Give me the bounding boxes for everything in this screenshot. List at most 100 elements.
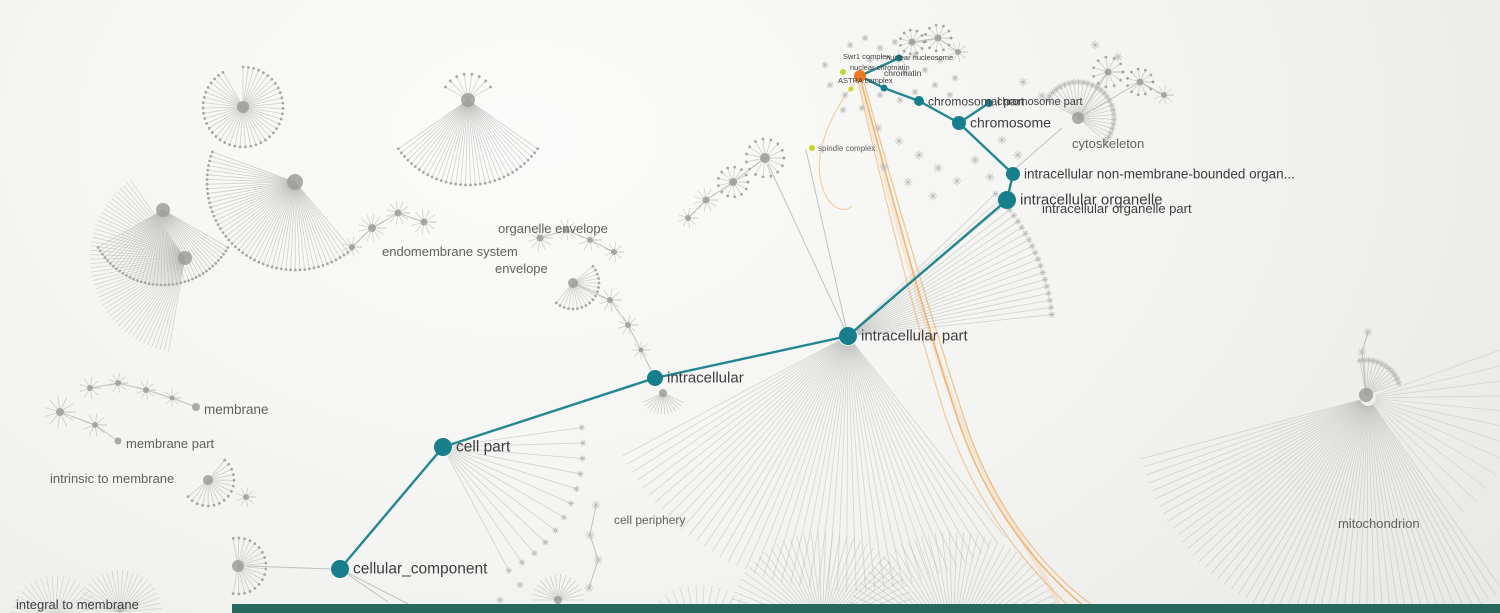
cluster-node[interactable] xyxy=(908,38,916,46)
leaf-star-marker xyxy=(1053,86,1060,93)
cluster-node[interactable] xyxy=(87,385,93,391)
leaf-star-marker xyxy=(531,549,538,557)
cluster-node[interactable] xyxy=(243,494,249,500)
leaf-star-marker xyxy=(518,559,526,566)
cluster-node[interactable] xyxy=(115,380,121,386)
cluster-node[interactable] xyxy=(394,209,402,217)
labels: cellular_component cell part intracellular… xyxy=(16,52,1420,612)
leaf-star-marker xyxy=(1022,230,1029,237)
cluster-node[interactable] xyxy=(625,322,631,328)
cluster-node[interactable] xyxy=(1161,92,1167,98)
leaf-star-marker xyxy=(1106,97,1113,105)
cluster-node[interactable] xyxy=(1104,68,1112,76)
green-node[interactable] xyxy=(848,86,854,92)
path-edge-cell_part--intracellular xyxy=(442,376,656,449)
node-chromosome[interactable] xyxy=(952,116,966,130)
cluster-node[interactable] xyxy=(638,347,644,353)
node-nuclear_nucleosome_node[interactable] xyxy=(895,54,903,62)
node-label-cell_part[interactable]: cell part xyxy=(456,439,511,456)
node-label-cellular_component[interactable]: cellular_component xyxy=(353,561,488,578)
leaf-star-marker xyxy=(560,514,568,521)
leaf-star-marker xyxy=(593,555,603,565)
node-label-intracellular_nonmembrane[interactable]: intracellular non-membrane-bounded organ… xyxy=(1024,167,1295,182)
cluster-node[interactable] xyxy=(143,387,149,393)
leaf-star-marker xyxy=(826,81,834,89)
cluster-node[interactable] xyxy=(536,234,544,242)
leaf-star-marker xyxy=(1110,120,1117,128)
cluster-node[interactable] xyxy=(1072,112,1084,124)
cluster-node[interactable] xyxy=(114,437,122,445)
node-label-chromosome[interactable]: chromosome xyxy=(970,115,1051,131)
node-label-chromosomal_part[interactable]: chromosomal part xyxy=(928,95,1025,109)
node-nucleosome_node[interactable] xyxy=(880,84,888,92)
leaf-star-marker xyxy=(952,176,962,186)
cluster-node[interactable] xyxy=(420,218,428,226)
cluster-node[interactable] xyxy=(156,203,170,217)
leaf-star-marker xyxy=(584,583,594,593)
node-label-chromosome_part[interactable]: chromosome part xyxy=(997,96,1083,108)
cluster-node[interactable] xyxy=(192,403,200,411)
cluster-node[interactable] xyxy=(56,408,64,416)
cluster-node[interactable] xyxy=(685,215,691,221)
node-label-intracellular_part[interactable]: intracellular part xyxy=(861,328,969,345)
gray-links xyxy=(59,37,1369,611)
cluster-node[interactable] xyxy=(203,475,213,485)
cluster-node[interactable] xyxy=(587,237,593,243)
node-cellular_component[interactable] xyxy=(331,560,349,578)
cluster-node[interactable] xyxy=(178,251,192,265)
leaf-star-marker xyxy=(1037,262,1044,270)
cluster-node[interactable] xyxy=(349,244,355,250)
cluster-node[interactable] xyxy=(461,93,475,107)
leaf-star-marker xyxy=(914,150,924,160)
leaf-star-marker xyxy=(1102,137,1109,145)
orange-highlight-edge xyxy=(857,81,1077,613)
leaf-star-marker xyxy=(1363,327,1373,337)
cluster-label: organelle envelope xyxy=(498,221,608,236)
cluster-node[interactable] xyxy=(1359,388,1373,402)
cluster-label: mitochondrion xyxy=(1338,516,1420,531)
path-edges-teal xyxy=(339,56,1015,570)
fan-clusters xyxy=(10,23,1500,613)
cluster-node[interactable] xyxy=(287,174,303,190)
cluster-node[interactable] xyxy=(554,596,562,604)
leaf-star-marker xyxy=(567,500,575,507)
node-cell_part[interactable] xyxy=(434,438,452,456)
node-label-intracellular[interactable]: intracellular xyxy=(667,370,744,387)
cluster-node[interactable] xyxy=(611,249,617,255)
leaf-star-marker xyxy=(1365,356,1372,364)
cluster-node[interactable] xyxy=(568,278,578,288)
cluster-node[interactable] xyxy=(659,389,667,397)
cluster-node[interactable] xyxy=(729,178,737,186)
node-intracellular_part[interactable] xyxy=(839,327,857,345)
leaf-star-marker xyxy=(928,191,938,201)
node-label-intracellular_organelle[interactable]: intracellular organelle xyxy=(1020,192,1163,209)
cluster-node[interactable] xyxy=(955,49,961,55)
cluster-node[interactable] xyxy=(1136,78,1144,86)
leaf-star-marker xyxy=(891,38,899,46)
node-chromatin_selected[interactable] xyxy=(854,70,866,82)
cluster-node[interactable] xyxy=(232,560,244,572)
leaf-star-marker xyxy=(552,527,559,534)
cluster-node[interactable] xyxy=(237,101,249,113)
cluster-node[interactable] xyxy=(760,153,770,163)
leaf-star-marker xyxy=(1006,206,1013,213)
cluster-node[interactable] xyxy=(92,422,98,428)
node-intracellular_organelle[interactable] xyxy=(998,191,1016,209)
leaf-star-marker xyxy=(1393,375,1401,383)
cluster-node[interactable] xyxy=(607,297,613,303)
node-intracellular_nonmembrane[interactable] xyxy=(1006,167,1020,181)
node-chromosomal_part[interactable] xyxy=(914,96,924,106)
green-node[interactable] xyxy=(840,69,846,75)
cluster-node[interactable] xyxy=(169,395,175,401)
cluster-node[interactable] xyxy=(934,34,942,42)
cluster-node[interactable] xyxy=(702,196,710,204)
path-edge-chromatin_selected--nuclear_nucleosome_node xyxy=(859,56,900,78)
leaf-star-marker xyxy=(866,56,874,64)
node-chromosome_part[interactable] xyxy=(985,99,993,107)
cluster-node[interactable] xyxy=(368,224,376,232)
leaf-star-marker xyxy=(579,439,587,447)
node-intracellular[interactable] xyxy=(647,370,663,386)
green-node[interactable] xyxy=(809,145,815,151)
cluster-node[interactable] xyxy=(563,227,569,233)
